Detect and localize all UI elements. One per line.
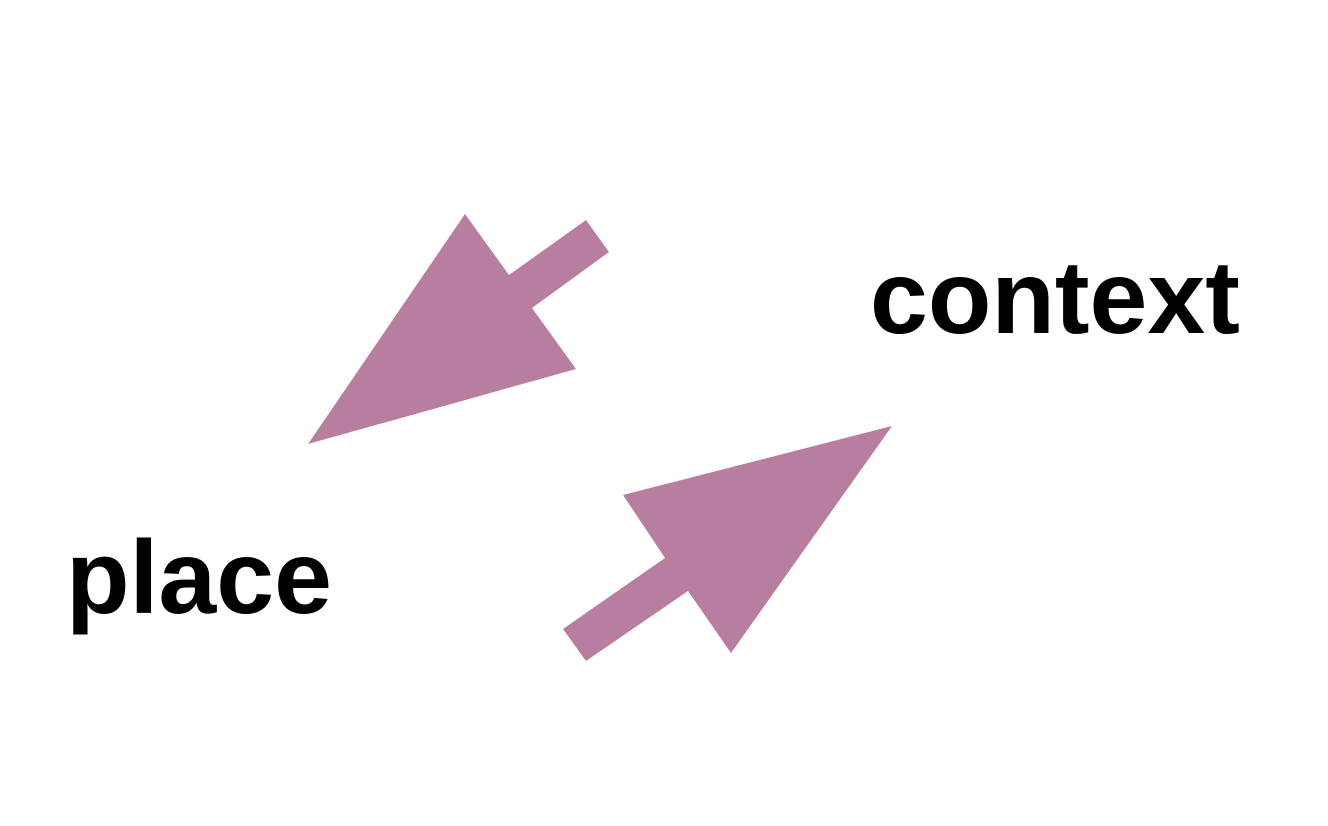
arrow-toward-context	[563, 426, 892, 661]
word-context: context	[870, 240, 1240, 356]
arrow-toward-place	[308, 214, 609, 444]
word-place: place	[66, 520, 332, 636]
